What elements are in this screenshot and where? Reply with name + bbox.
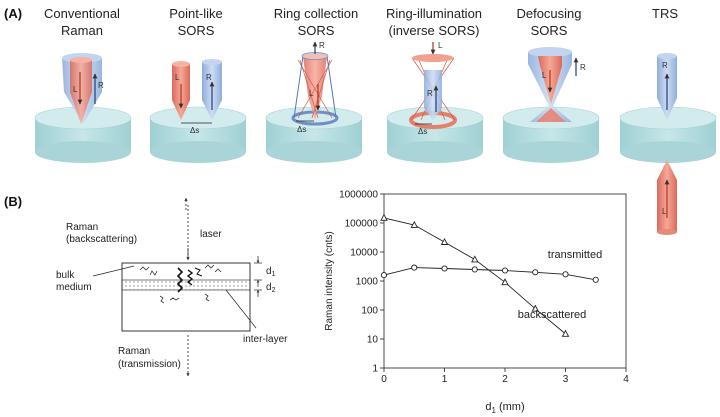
technique-title-defocusing-line1: Defocusing xyxy=(516,6,581,21)
sample-disks xyxy=(34,106,717,163)
technique-title-defocusing-line2: SORS xyxy=(531,23,568,38)
data-point-backscattered xyxy=(531,304,540,312)
raman-backscattering-label-2: (backscattering) xyxy=(66,234,137,245)
y-tick-label: 10000 xyxy=(350,248,378,259)
technique-title-pointlike-line1: Point-like xyxy=(169,6,222,21)
x-tick-label: 3 xyxy=(563,374,569,385)
data-point-backscattered xyxy=(410,220,419,228)
technique-title-conventional-line1: Conventional xyxy=(44,6,120,21)
raman-transmission-label-2: (transmission) xyxy=(118,359,181,370)
data-point-backscattered xyxy=(471,255,479,263)
raman-transmission-label-1: Raman xyxy=(118,346,150,357)
trs-laser-letter: L xyxy=(662,207,667,216)
ringillum-raman-letter: R xyxy=(427,89,433,98)
bulk-medium-block xyxy=(121,262,251,332)
data-point-transmitted xyxy=(441,265,448,272)
data-point-transmitted xyxy=(380,272,388,279)
ringillum-laser-letter: L xyxy=(438,41,443,50)
x-tick-label: 4 xyxy=(623,374,629,385)
data-point-backscattered xyxy=(440,237,449,245)
sample-disk-ringillum xyxy=(386,106,484,163)
data-point-transmitted xyxy=(471,266,478,273)
conventional-laser-letter: L xyxy=(73,85,78,94)
conventional-raman-beams: L R xyxy=(62,53,104,124)
trs-raman-letter: R xyxy=(662,61,668,70)
d2-label: d2 xyxy=(266,282,276,294)
data-point-transmitted xyxy=(562,271,569,278)
trs-beams: R L xyxy=(657,53,677,235)
panel-b-label: (B) xyxy=(4,194,22,209)
data-point-backscattered xyxy=(380,213,388,221)
technique-title-pointlike-line2: SORS xyxy=(178,23,215,38)
ringcollection-raman-letter: R xyxy=(319,41,325,50)
technique-title-ringillum-line1: Ring-illumination xyxy=(386,6,482,21)
y-tick-label: 100000 xyxy=(345,219,379,230)
inter-layer-label: inter-layer xyxy=(243,334,288,345)
series-line-transmitted xyxy=(383,267,596,281)
sample-disk-trs xyxy=(619,106,717,163)
pointlike-raman-letter: R xyxy=(206,73,212,82)
data-point-backscattered xyxy=(561,329,570,337)
technique-title-ringcollection-line2: SORS xyxy=(298,23,335,38)
ringcollection-laser-letter: L xyxy=(309,89,314,98)
technique-title-ringcollection-line1: Ring collection xyxy=(274,6,359,21)
x-tick-label: 0 xyxy=(381,374,387,385)
data-point-backscattered xyxy=(501,278,509,286)
series-label-backscattered: backscattered xyxy=(518,309,586,321)
defocusing-raman-letter: R xyxy=(580,63,586,72)
raman-backscattering-label-1: Raman xyxy=(66,222,98,233)
technique-title-trs-line1: TRS xyxy=(652,6,678,21)
data-point-transmitted xyxy=(411,264,418,271)
pointlike-sors-beams: L R Δs xyxy=(172,59,222,135)
x-tick-label: 1 xyxy=(442,374,448,385)
ringillum-offset-label: Δs xyxy=(418,127,427,136)
sample-disk-defocusing xyxy=(502,106,600,163)
sample-disk-pointlike xyxy=(149,106,247,163)
ringcollection-sors-beams: R L Δs xyxy=(291,41,339,134)
defocusing-laser-letter: L xyxy=(542,71,547,80)
y-tick-label: 100 xyxy=(361,306,378,317)
bulk-medium-label-1: bulk xyxy=(56,270,75,281)
defocusing-sors-beams: L R xyxy=(528,47,586,122)
data-point-transmitted xyxy=(592,276,599,283)
ringillum-sors-beams: L R Δs xyxy=(409,41,457,136)
technique-title-ringillum-line2: (inverse SORS) xyxy=(388,23,479,38)
technique-title-conventional-line2: Raman xyxy=(61,23,103,38)
y-tick-label: 1 xyxy=(372,364,378,375)
laser-label: laser xyxy=(200,229,222,240)
d1-label: d1 xyxy=(266,266,276,278)
x-axis-label: d1 (mm) xyxy=(485,401,524,415)
series-label-transmitted: transmitted xyxy=(548,249,602,261)
ringcollection-offset-label: Δs xyxy=(297,125,306,134)
data-point-transmitted xyxy=(501,267,509,274)
pointlike-offset-label: Δs xyxy=(190,126,199,135)
inter-layer-band xyxy=(121,279,251,291)
technique-titles: Conventional Raman Point-like SORS Ring … xyxy=(44,6,678,38)
data-point-transmitted xyxy=(532,269,539,276)
conventional-raman-letter: R xyxy=(98,81,104,90)
y-tick-label: 1000 xyxy=(356,277,379,288)
y-tick-label: 1000000 xyxy=(339,190,378,201)
y-axis-label: Raman intensity (cnts) xyxy=(324,231,335,330)
bulk-medium-label-2: medium xyxy=(56,282,92,293)
x-tick-label: 2 xyxy=(502,374,508,385)
pointlike-laser-letter: L xyxy=(175,73,180,82)
layer-schematic: Raman (backscattering) laser bulk medium… xyxy=(56,197,288,377)
y-tick-label: 10 xyxy=(367,335,379,346)
panel-a-label: (A) xyxy=(4,6,22,21)
